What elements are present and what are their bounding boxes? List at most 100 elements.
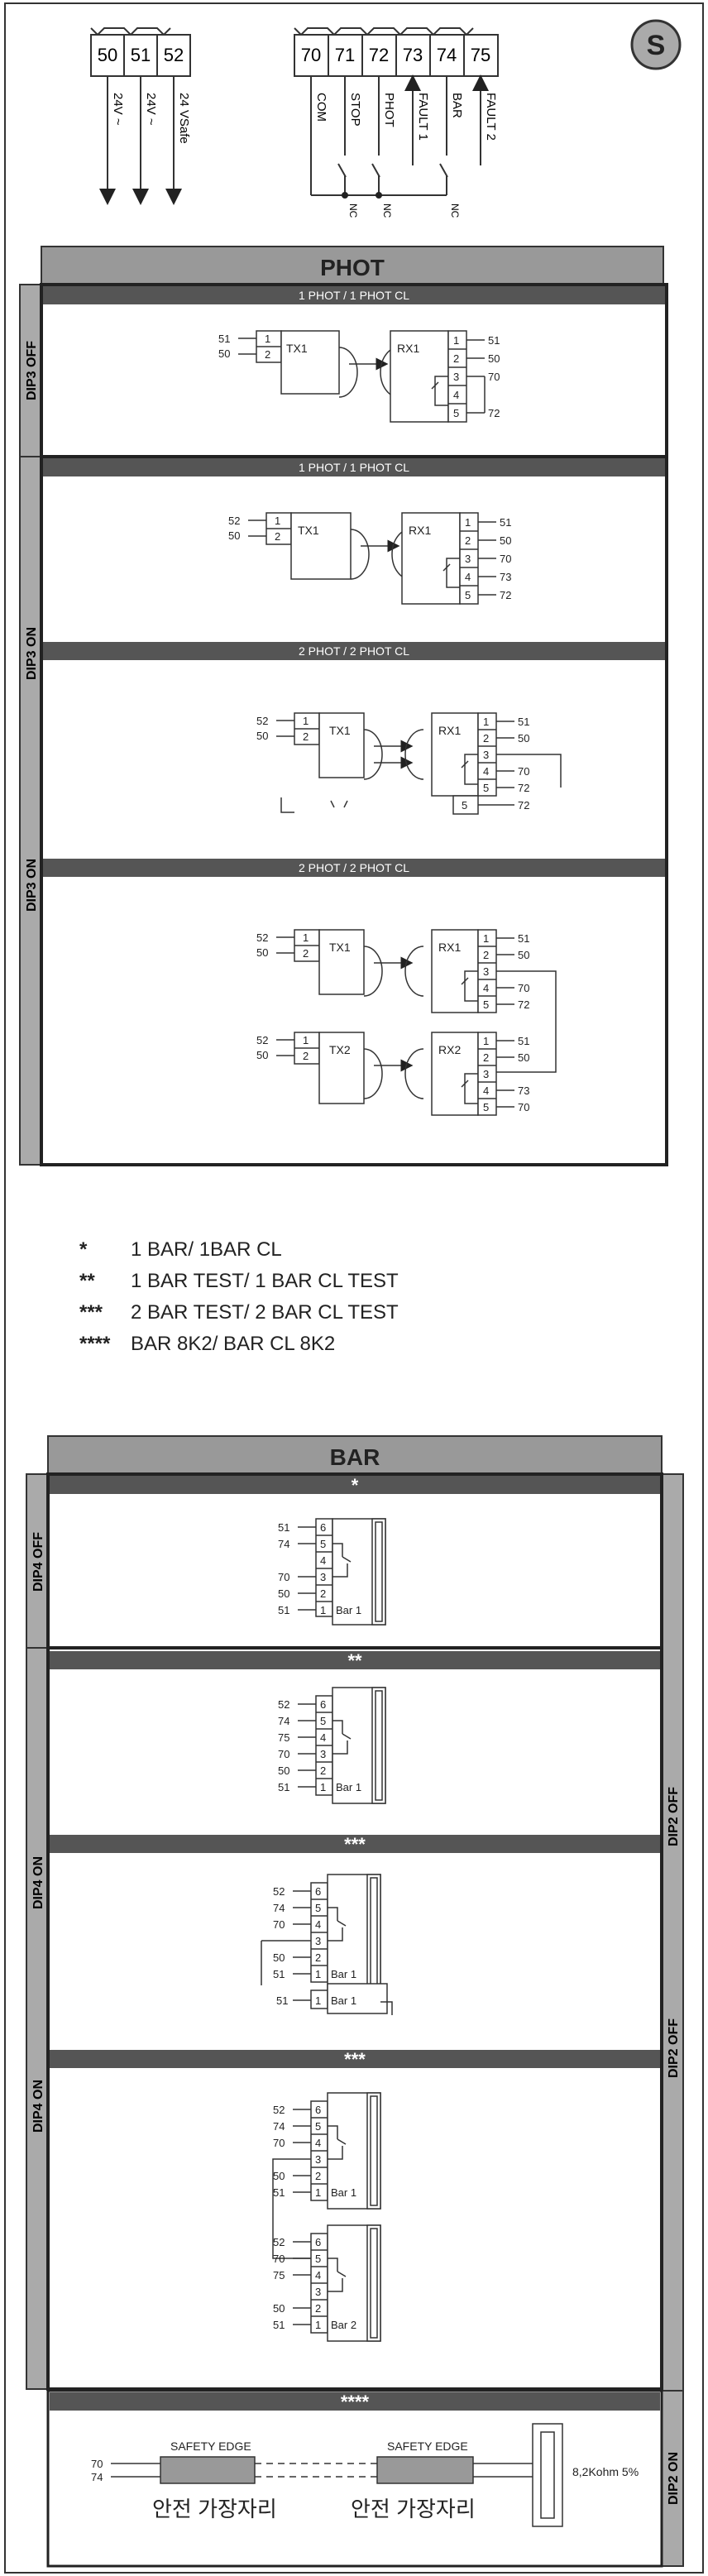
b1-w51: 51 (278, 1521, 289, 1534)
b2-t6: 6 (320, 1698, 326, 1711)
terminal-73: 73 (403, 45, 423, 65)
tx1-label-2: TX1 (298, 524, 319, 537)
phot-diagram-1 (238, 330, 486, 423)
d4-r5a: 5 (483, 998, 489, 1011)
d4-w50a: 50 (256, 946, 268, 959)
b4-t1a: 1 (315, 2186, 321, 2199)
dip4-on-label-1: DIP4 ON (31, 1856, 45, 1909)
terminal-72: 72 (369, 45, 389, 65)
page-frame (4, 2, 704, 2574)
b1-t3: 3 (320, 1571, 326, 1583)
b3-t1b: 1 (315, 1994, 321, 2007)
tx1-label-3: TX1 (329, 724, 351, 737)
label-24vsafe: 24 VSafe (177, 93, 191, 144)
legend-row-1: *1 BAR/ 1BAR CL (79, 1234, 399, 1266)
b2-t1: 1 (320, 1781, 326, 1793)
badge-letter: S (647, 30, 666, 61)
b4-w70a: 70 (273, 2137, 285, 2149)
legend-key: ** (79, 1270, 95, 1292)
d4-w52b: 52 (256, 1034, 268, 1046)
d2-r3: 3 (465, 553, 471, 565)
rx1-label-1: RX1 (397, 342, 419, 355)
d4-r3b: 3 (483, 1068, 489, 1080)
tx1-label-4: TX1 (329, 941, 351, 954)
d1-r3: 3 (453, 371, 459, 383)
label-phot: PHOT (382, 93, 396, 127)
b4-t6b: 6 (315, 2236, 321, 2248)
b1-w70: 70 (278, 1571, 289, 1583)
nc-label-1: NC (347, 203, 359, 218)
phot-title: PHOT (320, 255, 385, 280)
d4-o51b: 51 (518, 1035, 529, 1047)
label-24v-2: 24V ~ (144, 93, 158, 126)
d4-r2a: 2 (483, 949, 489, 961)
d4-r1b: 1 (483, 1035, 489, 1047)
d1-o72: 72 (488, 407, 500, 419)
d2-t2: 2 (275, 530, 280, 543)
dip2-off-label-1: DIP2 OFF (667, 1787, 681, 1846)
rx2-label: RX2 (438, 1043, 461, 1056)
b2-w70: 70 (278, 1748, 289, 1760)
terminal-50: 50 (98, 45, 117, 65)
dip4-off-label: DIP4 OFF (31, 1532, 45, 1592)
dip4-on-label-2: DIP4 ON (31, 2080, 45, 2133)
legend-row-3: ***2 BAR TEST/ 2 BAR CL TEST (79, 1297, 399, 1329)
d4-w52a: 52 (256, 931, 268, 944)
dip2-on-label: DIP2 ON (667, 2452, 681, 2505)
safety-edge-diagram (111, 2423, 563, 2527)
b2-w50: 50 (278, 1764, 289, 1777)
phot-title-bar (41, 246, 664, 285)
d2-o73: 73 (500, 571, 511, 583)
b2-t3: 3 (320, 1748, 326, 1760)
d2-r5: 5 (465, 589, 471, 601)
safety-wire-70: 70 (91, 2458, 103, 2470)
phot-diagram-4 (276, 929, 557, 1116)
b3-bar1b: Bar 1 (331, 1994, 356, 2007)
d4-r5b: 5 (483, 1101, 489, 1113)
d4-r3a: 3 (483, 965, 489, 978)
b2-w51: 51 (278, 1781, 289, 1793)
b4-t4b: 4 (315, 2269, 321, 2282)
b4-w50a: 50 (273, 2170, 285, 2182)
b4-t5b: 5 (315, 2253, 321, 2265)
legend-row-2: **1 BAR TEST/ 1 BAR CL TEST (79, 1266, 399, 1297)
bar-mode-legend: *1 BAR/ 1BAR CL **1 BAR TEST/ 1 BAR CL T… (79, 1234, 399, 1360)
b4-t4a: 4 (315, 2137, 321, 2149)
d2-o50: 50 (500, 534, 511, 547)
d3-r3: 3 (483, 749, 489, 761)
d4-o50a: 50 (518, 949, 529, 961)
dip3-on-label-2: DIP3 ON (25, 859, 39, 912)
bar-diagram-2 (298, 1687, 386, 1804)
b1-w50: 50 (278, 1587, 289, 1600)
b2-t2: 2 (320, 1764, 326, 1777)
b2-t5: 5 (320, 1715, 326, 1727)
legend-key: **** (79, 1333, 111, 1355)
b4-w51b: 51 (273, 2319, 285, 2331)
d3-w50: 50 (256, 730, 268, 742)
label-bar: BAR (450, 93, 464, 118)
b4-w75b: 75 (273, 2269, 285, 2282)
b3-w51: 51 (273, 1968, 285, 1980)
phot-diagram-3 (276, 712, 562, 815)
bar-diagram-4 (272, 2092, 381, 2342)
b3-t4: 4 (315, 1918, 321, 1931)
b1-t6: 6 (320, 1521, 326, 1534)
label-com: COM (314, 93, 328, 122)
d3-o51: 51 (518, 716, 529, 728)
terminal-block-right: 70 71 72 73 74 75 COM STOP PHOT FAULT 1 … (294, 27, 499, 218)
safety-wire-74: 74 (91, 2471, 103, 2483)
b3-t2: 2 (315, 1951, 321, 1964)
d1-o70: 70 (488, 371, 500, 383)
tx2-label: TX2 (329, 1043, 351, 1056)
d4-r4a: 4 (483, 982, 489, 994)
d2-r1: 1 (465, 516, 471, 529)
s-badge: S (630, 19, 682, 70)
d3-o50: 50 (518, 732, 529, 745)
d3-r1: 1 (483, 716, 489, 728)
d3-r4: 4 (483, 765, 489, 778)
b3-t1: 1 (315, 1968, 321, 1980)
b4-w50b: 50 (273, 2302, 285, 2315)
legend-text: BAR 8K2/ BAR CL 8K2 (131, 1333, 336, 1355)
nc-label-2: NC (381, 203, 393, 218)
